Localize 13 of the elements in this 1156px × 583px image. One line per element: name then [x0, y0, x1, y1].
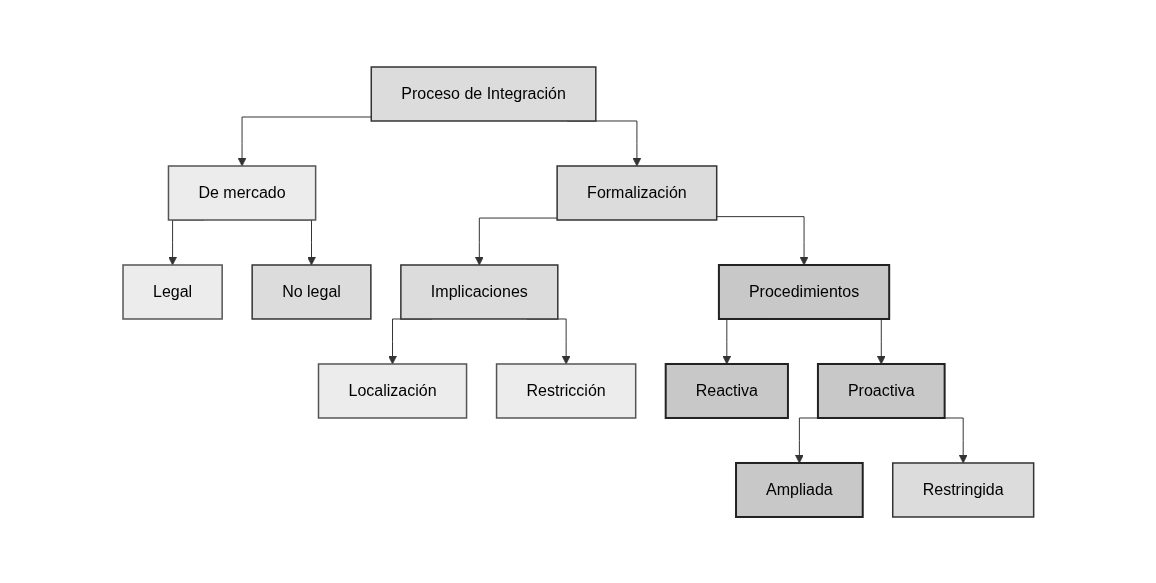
node-box: De mercado [167, 164, 317, 221]
node-box: Formalización [556, 164, 718, 221]
node-box: Reactiva [664, 362, 789, 419]
node-box: Ampliada [734, 461, 864, 518]
node-box: Localización [317, 362, 467, 419]
node-box: Implicaciones [399, 263, 559, 320]
node-box: Legal [121, 263, 223, 320]
node-box: Restricción [495, 362, 637, 419]
node-box: Restringida [891, 461, 1035, 518]
node-box: Procedimientos [717, 263, 890, 320]
node-box: Proceso de Integración [370, 65, 597, 122]
node-box: No legal [251, 263, 372, 320]
node-box: Proactiva [816, 362, 946, 419]
